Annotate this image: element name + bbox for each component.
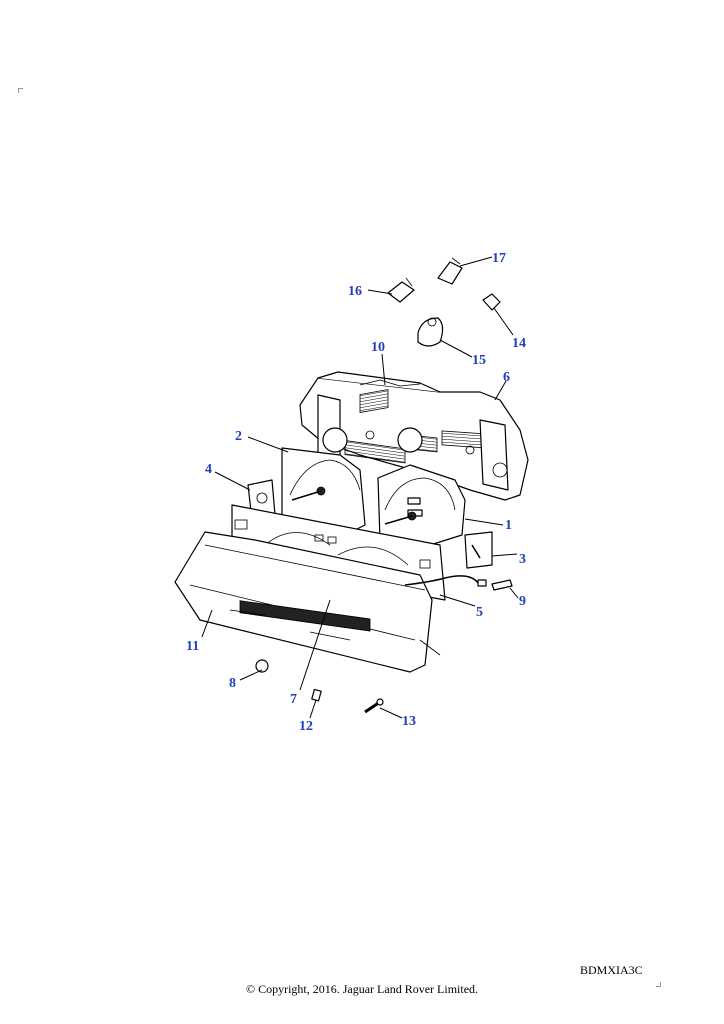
callout-11: 11 [186,639,199,654]
callout-4: 4 [205,462,212,477]
drawing-code: BDMXIA3C [580,963,643,977]
front-bezel-lens-part [174,531,441,673]
callout-13: 13 [402,714,416,729]
callout-12: 12 [299,719,313,734]
callout-2: 2 [235,429,242,444]
bulb-14-part [482,293,501,311]
bulb-8-part [255,659,269,673]
callout-16: 16 [348,284,362,299]
callout-6: 6 [503,370,510,385]
callout-1: 1 [505,518,512,533]
crop-mark-top-left [18,88,23,93]
clip-12-part [311,688,322,702]
small-gauge-right-part [464,531,493,569]
leader-lines [201,256,519,719]
copyright-notice: © Copyright, 2016. Jaguar Land Rover Lim… [245,982,479,996]
screw-13-part [364,698,384,714]
callout-7: 7 [290,692,297,707]
callout-9: 9 [519,594,526,609]
wiring-harness-part [404,575,487,587]
rear-housing-part [299,371,529,501]
bulb-holder-15-part [417,317,444,347]
tachometer-dial-part [377,464,466,546]
callout-3: 3 [519,552,526,567]
callout-labels: 1 2 3 4 5 6 7 8 9 10 11 12 13 14 15 16 1… [186,251,526,734]
bulb-holder-16-part [387,277,415,303]
callout-8: 8 [229,676,236,691]
callout-15: 15 [472,353,486,368]
callout-10: 10 [371,340,385,355]
callout-5: 5 [476,605,483,620]
callout-17: 17 [492,251,506,266]
bulb-holder-17-part [437,257,463,285]
clip-9-part [491,579,513,591]
callout-14: 14 [512,336,526,351]
